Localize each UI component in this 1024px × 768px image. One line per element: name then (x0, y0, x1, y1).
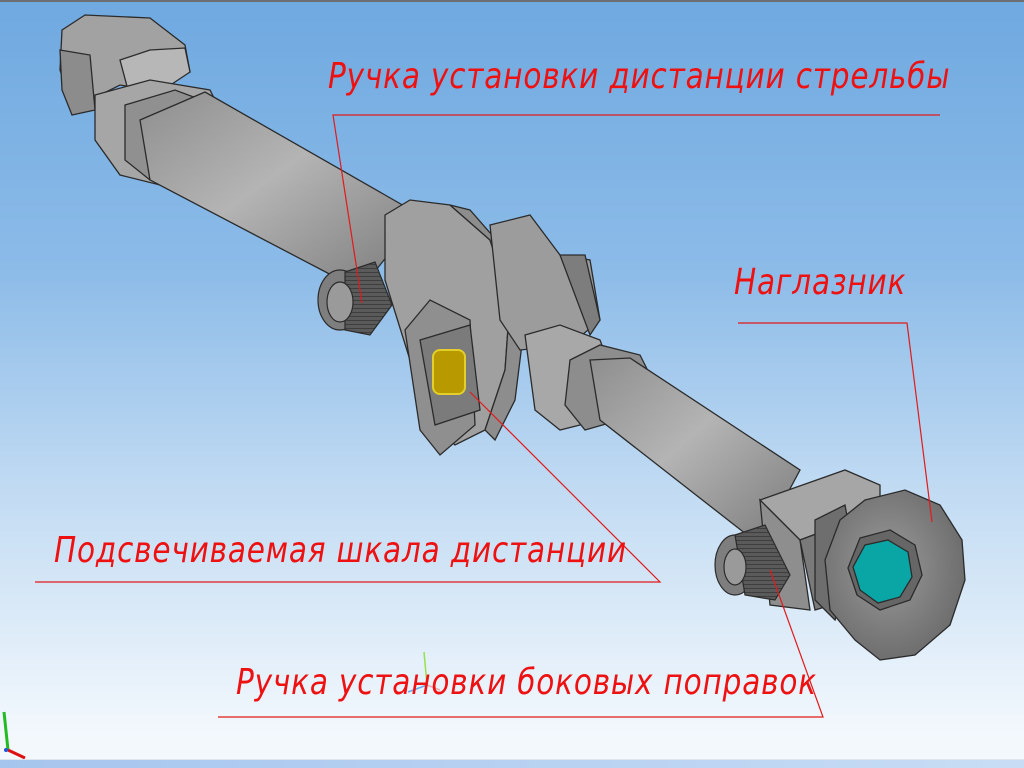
rear-tube (524, 324, 801, 546)
eyecup-part (814, 489, 966, 661)
secondary-axis-triad (407, 651, 441, 693)
label-range-knob: Ручка установки дистанции стрельбы (328, 56, 951, 97)
range-knob-part (317, 261, 393, 336)
eyepiece-lens (852, 539, 913, 604)
central-housing (384, 199, 601, 446)
y-axis-icon (2, 711, 10, 751)
axis-triad (2, 711, 26, 760)
status-bar (0, 759, 1024, 768)
leader-lines (35, 114, 940, 718)
x-axis-icon (7, 748, 26, 760)
label-illuminated-scale: Подсвечиваемая шкала дистанции (54, 530, 627, 571)
front-tube (139, 91, 421, 291)
z-axis-icon (4, 748, 8, 752)
windage-knob-part (714, 524, 791, 601)
window-top-border (0, 0, 1024, 2)
scale-window-box (404, 299, 481, 456)
label-eyecup: Наглазник (734, 262, 907, 303)
label-windage-knob: Ручка установки боковых поправок (236, 662, 817, 703)
illuminated-scale-window (432, 349, 466, 395)
